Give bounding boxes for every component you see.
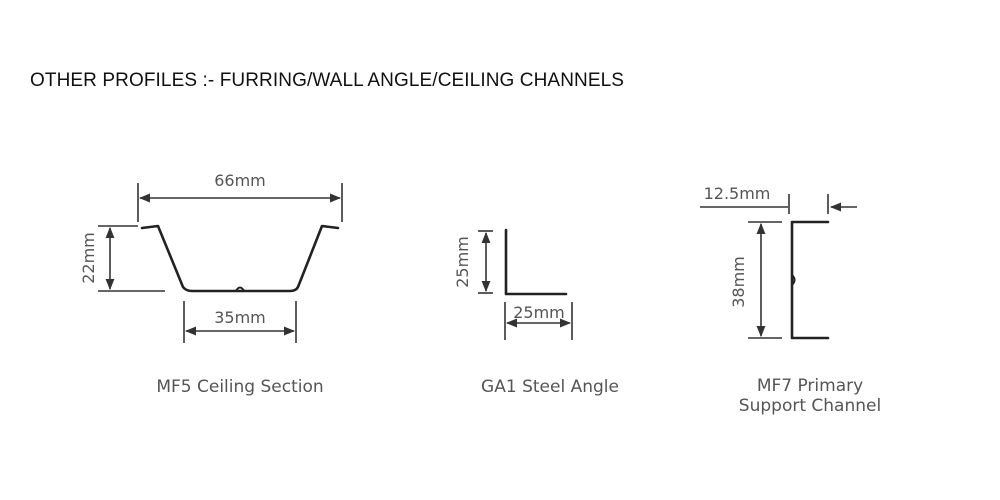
mf5-ceiling-section: 66mm 22mm 35mm MF5 Ceiling Section: [79, 171, 343, 397]
mf7-height-label: 38mm: [729, 256, 748, 308]
page-title: OTHER PROFILES :- FURRING/WALL ANGLE/CEI…: [30, 70, 625, 91]
mf7-web-notch: [791, 274, 796, 286]
mf7-caption-line-1: MF7 Primary: [757, 376, 863, 396]
mf7-flange-label: 12.5mm: [704, 184, 771, 203]
mf5-profile-shape: [140, 224, 340, 293]
ga1-steel-angle: 25mm 25mm GA1 Steel Angle: [453, 228, 619, 397]
ga1-height-label: 25mm: [453, 236, 472, 288]
ga1-caption: GA1 Steel Angle: [481, 377, 619, 397]
mf7-primary-support-channel: 12.5mm 38mm MF7 Primary Support Channel: [700, 184, 881, 416]
mf7-profile-shape: [790, 220, 830, 340]
mf5-height-label: 22mm: [79, 232, 98, 284]
ga1-profile-shape: [504, 228, 568, 296]
mf5-caption: MF5 Ceiling Section: [156, 377, 323, 397]
mf5-top-width-label: 66mm: [214, 171, 266, 190]
ga1-width-label: 25mm: [513, 303, 565, 322]
mf5-bottom-width-label: 35mm: [214, 308, 266, 327]
mf5-center-notch: [235, 286, 245, 292]
mf7-caption-line-2: Support Channel: [739, 396, 881, 416]
